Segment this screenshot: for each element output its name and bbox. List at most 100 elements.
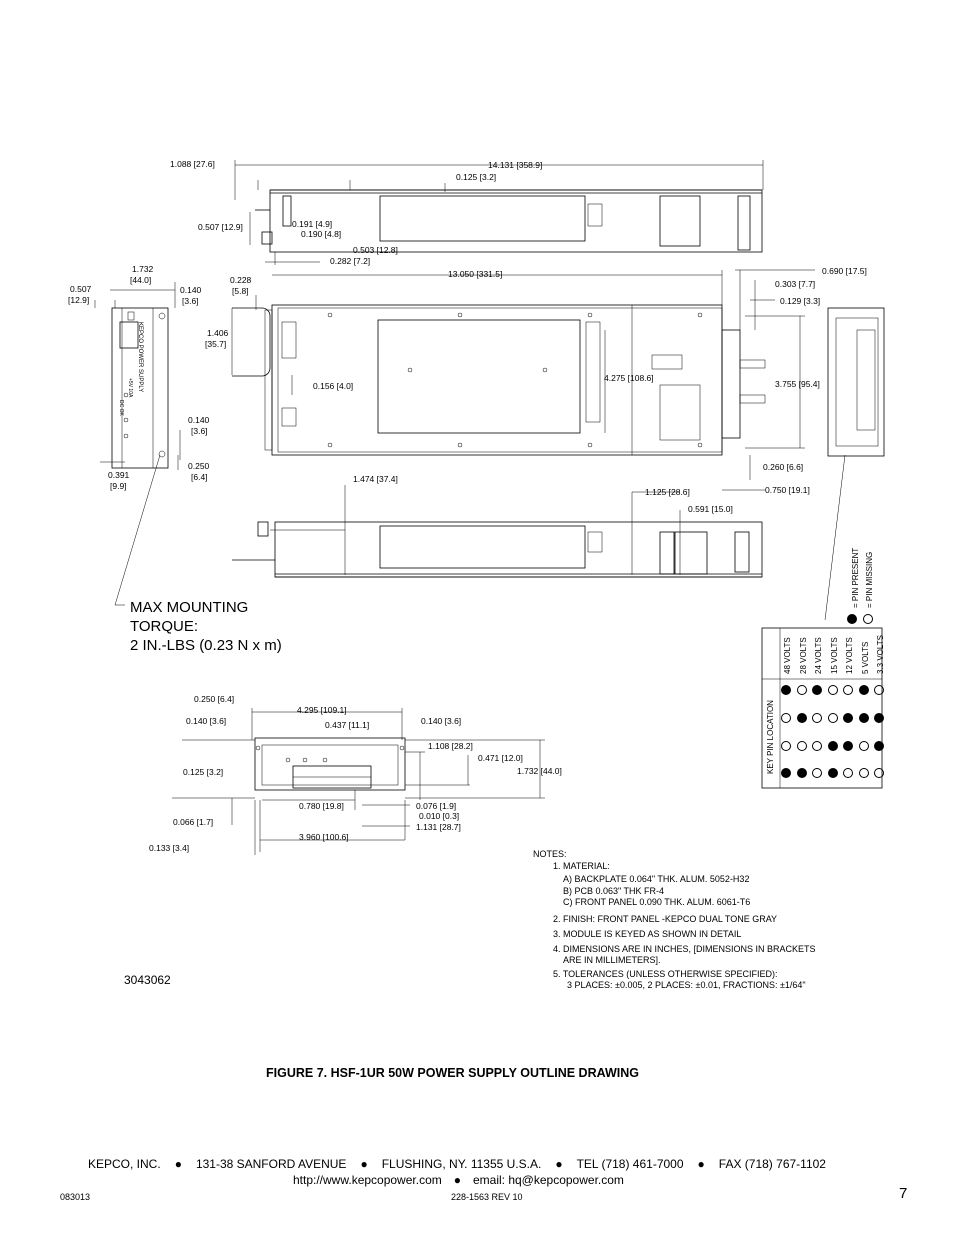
dim-label: 0.260 [6.6]: [763, 462, 804, 472]
pin-missing-icon: [781, 713, 791, 723]
pin-present-icon: [843, 741, 853, 751]
dim-label: 0.066 [1.7]: [173, 817, 214, 827]
pin-present-icon: [796, 768, 807, 778]
pin-present-icon: [781, 768, 791, 778]
dim-label: 1.108 [28.2]: [428, 741, 473, 751]
pin-present-icon: [847, 614, 857, 624]
footer-contact-line: KEPCO, INC. ● 131-38 SANFORD AVENUE ● FL…: [88, 1157, 826, 1171]
dim-label: [9.9]: [110, 481, 127, 491]
front-panel-view: [94, 282, 181, 606]
note-1a: A) BACKPLATE 0.064" THK. ALUM. 5052-H32: [563, 874, 750, 884]
note-1b: B) PCB 0.063" THK FR-4: [563, 886, 665, 896]
bullet-icon: ●: [697, 1157, 705, 1171]
legend-missing: = PIN MISSING: [865, 551, 874, 608]
plan-view: [231, 269, 815, 491]
key-column-label: 3.3 VOLTS: [876, 635, 885, 674]
note-4a: 4. DIMENSIONS ARE IN INCHES, [DIMENSIONS…: [553, 944, 816, 954]
dim-label: 0.471 [12.0]: [478, 753, 523, 763]
key-column-label: 48 VOLTS: [783, 637, 792, 674]
dim-label: [3.6]: [182, 296, 199, 306]
dim-label: 1.088 [27.6]: [170, 159, 215, 169]
pin-missing-icon: [827, 685, 838, 695]
note-5a: 5. TOLERANCES (UNLESS OTHERWISE SPECIFIE…: [553, 969, 778, 979]
pin-missing-icon: [843, 768, 853, 778]
pin-missing-icon: [812, 713, 822, 723]
note-5b: 3 PLACES: ±0.005, 2 PLACES: ±0.01, FRACT…: [567, 980, 806, 990]
footer-address: 131-38 SANFORD AVENUE: [195, 1157, 347, 1171]
dim-label: 0.125 [3.2]: [183, 767, 224, 777]
key-column-label: 24 VOLTS: [814, 637, 823, 674]
dim-label: 0.250: [188, 461, 210, 471]
bullet-icon: ●: [360, 1157, 368, 1171]
notes-heading: NOTES:: [533, 849, 567, 859]
footer-date-code: 083013: [60, 1192, 91, 1202]
dim-label: [5.8]: [232, 286, 249, 296]
pin-missing-icon: [796, 741, 807, 751]
pin-missing-icon: [827, 713, 838, 723]
key-column-label: 12 VOLTS: [845, 637, 854, 674]
bullet-icon: ●: [555, 1157, 563, 1171]
dim-label: [3.6]: [191, 426, 208, 436]
torque-line-3: 2 IN.-LBS (0.23 N x m): [130, 637, 282, 654]
dim-label: [12.9]: [68, 295, 90, 305]
note-1c: C) FRONT PANEL 0.090 THK. ALUM. 6061-T6: [563, 897, 751, 907]
dim-label: 13.050 [331.5]: [448, 269, 503, 279]
dim-label: 0.191 [4.9]: [292, 219, 333, 229]
pin-present-icon: [874, 741, 884, 751]
dim-label: 0.190 [4.8]: [301, 229, 342, 239]
footer-fax: FAX (718) 767-1102: [718, 1157, 826, 1171]
key-table-frame: [761, 627, 883, 789]
dim-label: 1.732: [132, 264, 154, 274]
pin-present-icon: [827, 741, 838, 751]
dim-label: 1.131 [28.7]: [416, 822, 461, 832]
note-2: 2. FINISH: FRONT PANEL -KEPCO DUAL TONE …: [553, 914, 778, 924]
pin-missing-icon: [858, 741, 869, 751]
drawing-number: 3043062: [124, 973, 171, 987]
figure-caption: FIGURE 7. HSF-1UR 50W POWER SUPPLY OUTLI…: [266, 1066, 639, 1080]
torque-line-1: MAX MOUNTING: [130, 599, 249, 616]
panel-brand-text: KEPCO POWER SUPPLY: [137, 322, 143, 393]
footer-city: FLUSHING, NY. 11355 U.S.A.: [381, 1157, 542, 1171]
dim-label: 0.507: [70, 284, 92, 294]
dim-label: 1.474 [37.4]: [353, 474, 398, 484]
footer-company: KEPCO, INC.: [88, 1157, 161, 1171]
pin-missing-icon: [812, 741, 822, 751]
dim-label: [6.4]: [191, 472, 208, 482]
dim-label: 0.129 [3.3]: [780, 296, 821, 306]
dim-label: 0.591 [15.0]: [688, 504, 733, 514]
dim-label: 0.750 [19.1]: [765, 485, 810, 495]
footer-doc-number: 228-1563 REV 10: [451, 1192, 523, 1202]
torque-line-2: TORQUE:: [130, 618, 199, 635]
pin-present-icon: [796, 713, 807, 723]
dim-label: 1.125 [28.6]: [645, 487, 690, 497]
bullet-icon: ●: [174, 1157, 182, 1171]
note-1: 1. MATERIAL:: [553, 861, 610, 871]
pin-missing-icon: [796, 685, 807, 695]
pin-missing-icon: [874, 768, 884, 778]
dim-label: 14.131 [358.9]: [488, 160, 543, 170]
torque-callout: MAX MOUNTING TORQUE: 2 IN.-LBS (0.23 N x…: [130, 598, 282, 655]
end-view: [172, 708, 545, 855]
dim-label: 0.303 [7.7]: [775, 279, 816, 289]
dim-label: 1.732 [44.0]: [517, 766, 562, 776]
legend-present: = PIN PRESENT: [851, 547, 860, 608]
footer-email[interactable]: email: hq@kepcopower.com: [472, 1173, 624, 1187]
dim-label: 0.140: [188, 415, 210, 425]
dim-label: 0.140 [3.6]: [186, 716, 227, 726]
pin-present-icon: [843, 713, 853, 723]
dim-label: 0.156 [4.0]: [313, 381, 354, 391]
footer-tel: TEL (718) 461-7000: [576, 1157, 684, 1171]
dim-label: 1.406: [207, 328, 229, 338]
footer-url[interactable]: http://www.kepcopower.com: [293, 1173, 442, 1187]
note-3: 3. MODULE IS KEYED AS SHOWN IN DETAIL: [553, 929, 742, 939]
pin-missing-icon: [812, 768, 822, 778]
bottom-side-view: [232, 485, 763, 578]
dim-label: 0.780 [19.8]: [299, 801, 344, 811]
dim-label: 0.507 [12.9]: [198, 222, 243, 232]
note-4b: ARE IN MILLIMETERS].: [563, 955, 661, 965]
top-side-view: [234, 160, 764, 265]
dim-label: 3.960 [100.6]: [299, 832, 349, 842]
dim-label: 0.228: [230, 275, 252, 285]
pin-missing-icon: [781, 741, 791, 751]
